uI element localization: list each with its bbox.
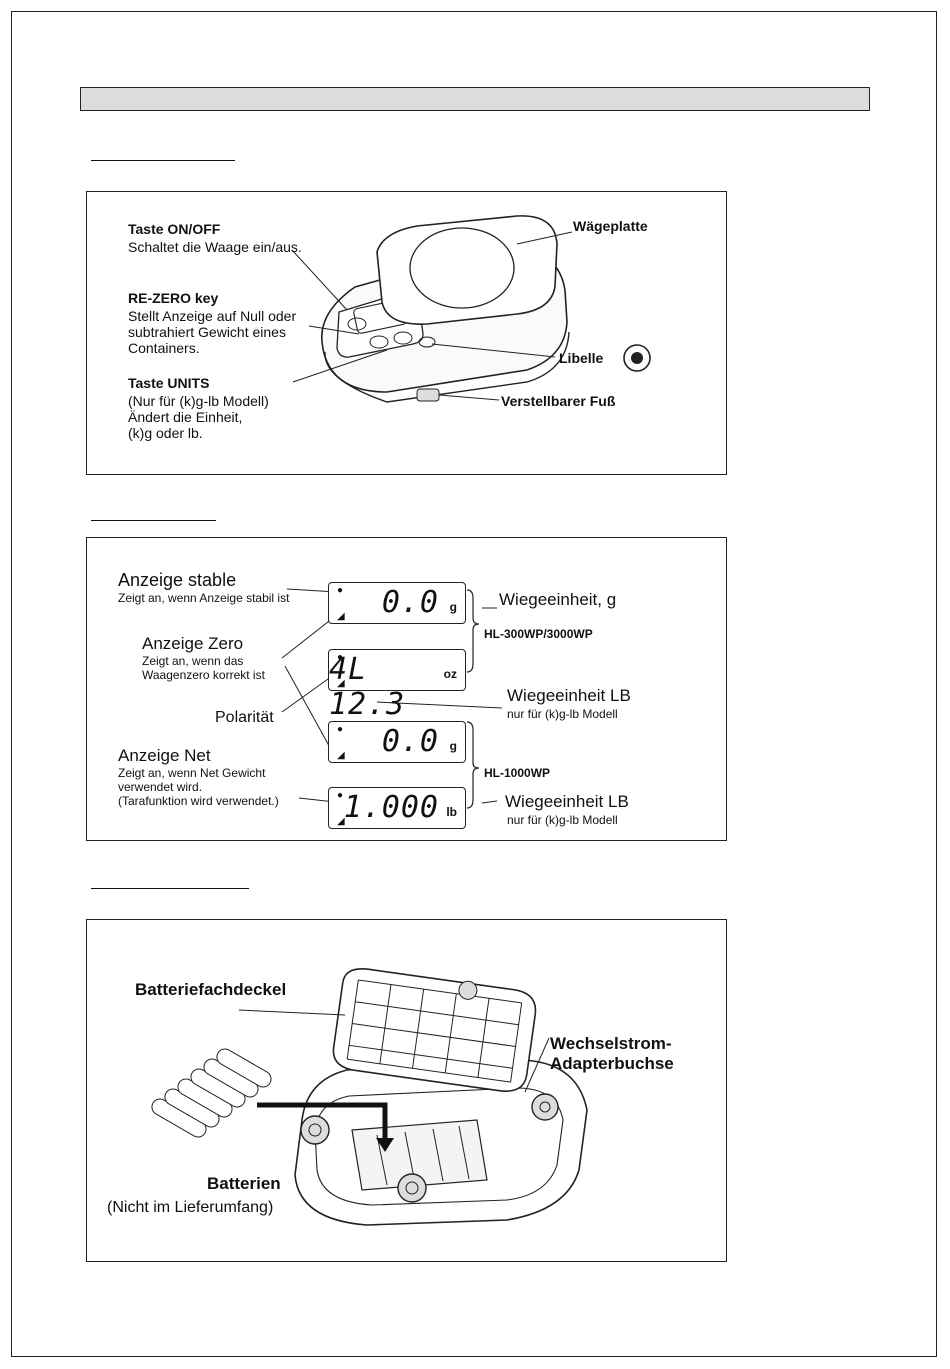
adjustable-foot-label: Verstellbarer Fuß: [501, 393, 615, 409]
scale-overview-panel: Wägeplatte Taste ON/OFF Schaltet die Waa…: [86, 191, 727, 475]
lcd-display-1: ●◢ 0.0 g: [328, 582, 466, 624]
unit-lb-label-1: Wiegeeinheit LB: [507, 686, 631, 706]
units-key-desc: (Nur für (k)g-lb Modell) Ändert die Einh…: [128, 393, 269, 441]
zero-indicator-title: Anzeige Zero: [142, 634, 243, 654]
section-heading-underline: [91, 520, 216, 521]
units-key-title: Taste UNITS: [128, 375, 209, 391]
model-label-a: HL-300WP/3000WP: [484, 628, 593, 642]
rezero-key-title: RE-ZERO key: [128, 290, 218, 306]
net-indicator-title: Anzeige Net: [118, 746, 211, 766]
section-title-bar: [80, 87, 870, 111]
spirit-level-label: Libelle: [559, 350, 603, 366]
unit-lb-note-2: nur für (k)g-lb Modell: [507, 814, 618, 828]
batteries-note: (Nicht im Lieferumfang): [107, 1199, 273, 1217]
net-indicator-desc: Zeigt an, wenn Net Gewicht verwendet wir…: [118, 767, 279, 808]
onoff-key-title: Taste ON/OFF: [128, 221, 220, 237]
weighing-pan-label: Wägeplatte: [573, 218, 648, 234]
stable-indicator-title: Anzeige stable: [118, 570, 236, 591]
zero-indicator-desc: Zeigt an, wenn das Waagenzero korrekt is…: [142, 655, 265, 683]
unit-lb-label-2: Wiegeeinheit LB: [505, 792, 629, 812]
lcd-display-3: ●◢ 0.0 g: [328, 721, 466, 763]
lcd-display-4: ●◢ 1.000 lb: [328, 787, 466, 829]
unit-lb-note-1: nur für (k)g-lb Modell: [507, 708, 618, 722]
rezero-key-desc: Stellt Anzeige auf Null oder subtrahiert…: [128, 308, 296, 356]
onoff-key-desc: Schaltet die Waage ein/aus.: [128, 239, 302, 255]
model-label-b: HL-1000WP: [484, 767, 550, 781]
section-heading-underline: [91, 160, 235, 161]
battery-cover-label: Batteriefachdeckel: [135, 980, 286, 1000]
stable-indicator-desc: Zeigt an, wenn Anzeige stabil ist: [118, 592, 289, 606]
display-panel: Anzeige stable Zeigt an, wenn Anzeige st…: [86, 537, 727, 841]
ac-adapter-jack-label: Wechselstrom- Adapterbuchse: [550, 1034, 674, 1073]
lcd-display-2: ●◢ 4L 12.3 oz: [328, 649, 466, 691]
batteries-label: Batterien: [207, 1174, 281, 1194]
section-heading-underline: [91, 888, 249, 889]
polarity-label: Polarität: [215, 709, 274, 727]
battery-panel: Batteriefachdeckel Wechselstrom- Adapter…: [86, 919, 727, 1262]
unit-g-label: Wiegeeinheit, g: [499, 590, 616, 610]
